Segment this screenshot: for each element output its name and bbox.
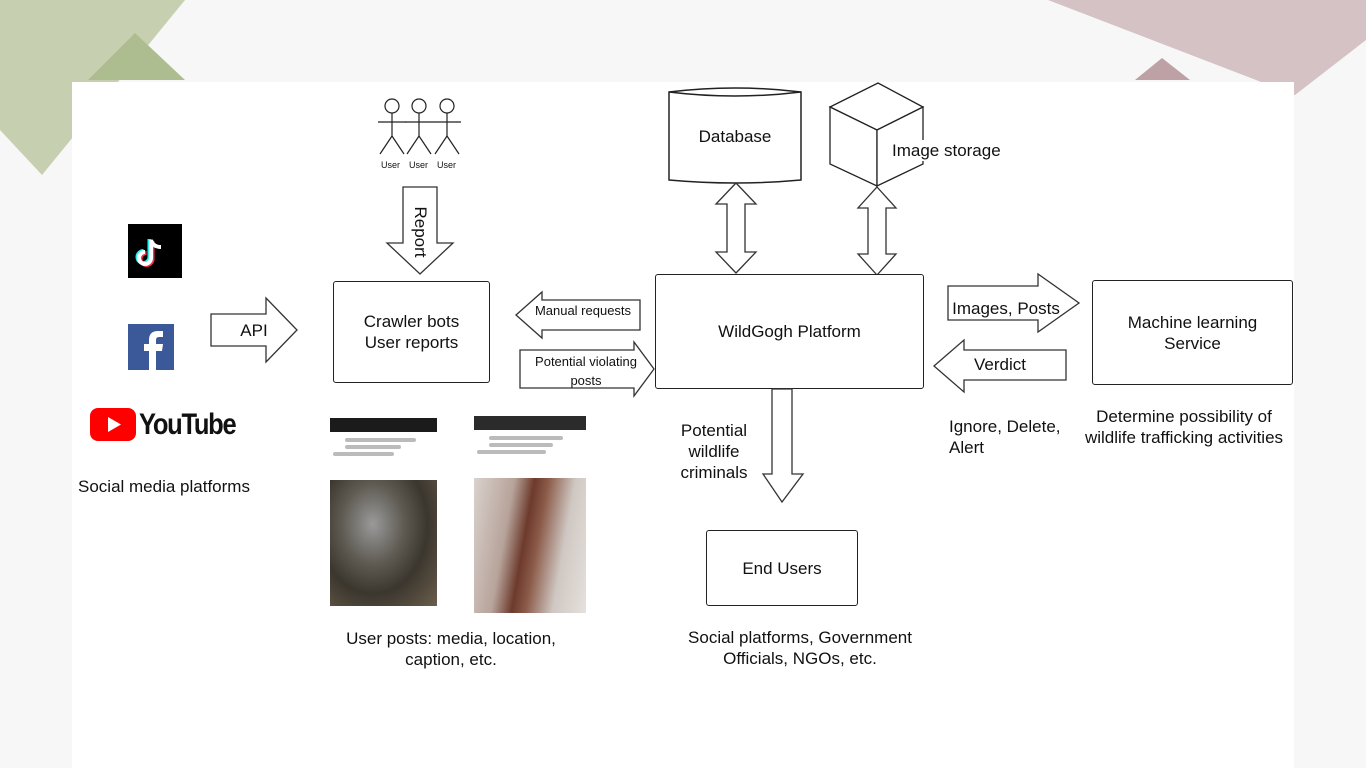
database-sync-arrow [714,182,758,274]
verdict-arrow [933,338,1067,394]
tiktok-icon [128,224,182,278]
ml-box: Machine learning Service [1092,280,1293,385]
youtube-icon [90,408,136,441]
image-storage-label: Image storage [892,140,1001,161]
user-label: User [437,160,457,170]
platforms-caption: Social media platforms [78,477,250,496]
user-posts-note: User posts: media, location, caption, et… [346,629,556,669]
images-posts-arrow [947,272,1081,334]
api-arrow [210,296,298,364]
verdict-options-note: Ignore, Delete, Alert [949,417,1061,457]
manual-requests-arrow [515,290,641,340]
crawler-label: Crawler bots [363,312,460,331]
violating-posts-label: Potential violating posts [535,354,637,388]
facebook-icon [128,324,174,370]
youtube-wordmark: YouTube [139,408,237,441]
storage-sync-arrow [856,186,898,276]
platform-box: WildGogh Platform [655,274,924,389]
report-arrow [385,186,455,275]
post-screenshot-2 [474,416,586,613]
images-posts-label: Images, Posts [952,299,1060,318]
database-icon [668,87,802,184]
end-users-box: End Users [706,530,858,606]
manual-requests-label: Manual requests [534,303,632,318]
violating-posts-arrow [519,340,655,398]
criminals-arrow [761,388,805,504]
post-screenshot-1 [330,418,437,606]
ml-label: Machine learning [1127,312,1258,332]
end-users-list-note: Social platforms, Government Officials, … [688,628,912,668]
crawler-box: Crawler bots User reports [333,281,490,383]
image-storage-icon [828,82,925,188]
database-label: Database [698,127,772,146]
crawler-label: User reports [364,333,459,352]
user-label: User [409,160,429,170]
users-icon [378,98,461,155]
end-users-label: End Users [742,558,822,578]
ml-purpose-note: Determine possibility of wildlife traffi… [1084,407,1284,447]
ml-label: Service [1164,333,1221,353]
verdict-label: Verdict [974,355,1026,374]
criminals-note: Potential wildlife criminals [680,421,748,482]
report-label: Report [411,206,430,258]
api-label: API [240,321,268,340]
platform-label: WildGogh Platform [718,322,861,341]
content-panel [72,82,1294,768]
user-label: User [381,160,401,170]
